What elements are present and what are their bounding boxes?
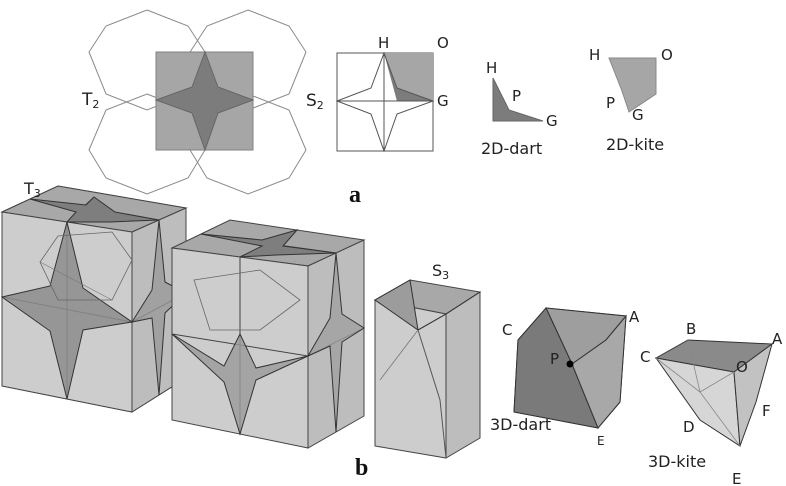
s2-vertex-h: H	[378, 34, 389, 52]
t2-star	[154, 50, 255, 152]
panel-a-label: a	[349, 182, 361, 208]
t2-octagon-top-left	[88, 9, 206, 111]
t3-label: T3	[23, 179, 41, 200]
kite3d-vertex-b: B	[686, 320, 696, 338]
panel-b-label: b	[355, 455, 368, 481]
kite2d-vertex-h: H	[589, 46, 600, 64]
dart2d-shape	[492, 77, 544, 122]
kite2d-caption: 2D-kite	[606, 135, 664, 154]
kite3d-vertex-d: D	[683, 418, 695, 436]
s2-square-cell	[335, 51, 435, 153]
kite3d-vertex-f: F	[762, 402, 771, 420]
dart2d-vertex-h: H	[486, 59, 497, 77]
panel-a: T2 S2 H O G H P G 2D-dart H O P G 2D-kit…	[81, 9, 673, 208]
kite2d-vertex-g: G	[632, 106, 644, 124]
dart3d-vertex-e: E	[597, 434, 605, 448]
dart2d-vertex-p: P	[512, 87, 521, 105]
second-cube-star-side	[306, 252, 365, 433]
kite3d-vertex-a: A	[772, 330, 783, 348]
panel-b: T3 S3	[0, 179, 783, 486]
s3-label: S3	[432, 261, 449, 282]
second-cube-star-top	[200, 229, 337, 258]
t3-cube	[0, 185, 188, 413]
kite3d-vertex-c: C	[640, 348, 650, 366]
s2-vertex-g: G	[437, 92, 449, 110]
dart3d-vertex-c: C	[502, 321, 512, 339]
kite3d-vertex-e: E	[732, 470, 741, 486]
dart3d-shape	[513, 307, 627, 429]
t2-label: T2	[81, 90, 99, 111]
t3-star-top	[29, 196, 160, 223]
dart3d-point-p	[566, 360, 574, 368]
dart3d-vertex-a: A	[629, 308, 640, 326]
second-tiling-cube	[170, 219, 366, 449]
s3-cube	[373, 279, 482, 459]
dart3d-vertex-p: P	[550, 350, 559, 368]
s3-side-face	[445, 291, 481, 459]
dart3d-caption: 3D-dart	[490, 415, 551, 434]
kite2d-vertex-o: O	[661, 46, 673, 64]
kite3d-caption: 3D-kite	[648, 452, 706, 471]
t2-tiling	[88, 9, 307, 195]
s2-vertex-o: O	[437, 34, 449, 52]
kite3d-shape	[654, 339, 774, 447]
kite3d-vertex-o: O	[736, 358, 748, 376]
kite2d-shape	[608, 57, 657, 113]
kite2d-vertex-p: P	[606, 94, 615, 112]
second-cube-star-front	[171, 332, 309, 436]
s2-dart-region	[384, 53, 433, 101]
s2-label: S2	[306, 91, 324, 112]
dart2d-caption: 2D-dart	[481, 139, 542, 158]
dart2d-vertex-g: G	[546, 112, 558, 130]
t3-star-front	[0, 221, 134, 400]
